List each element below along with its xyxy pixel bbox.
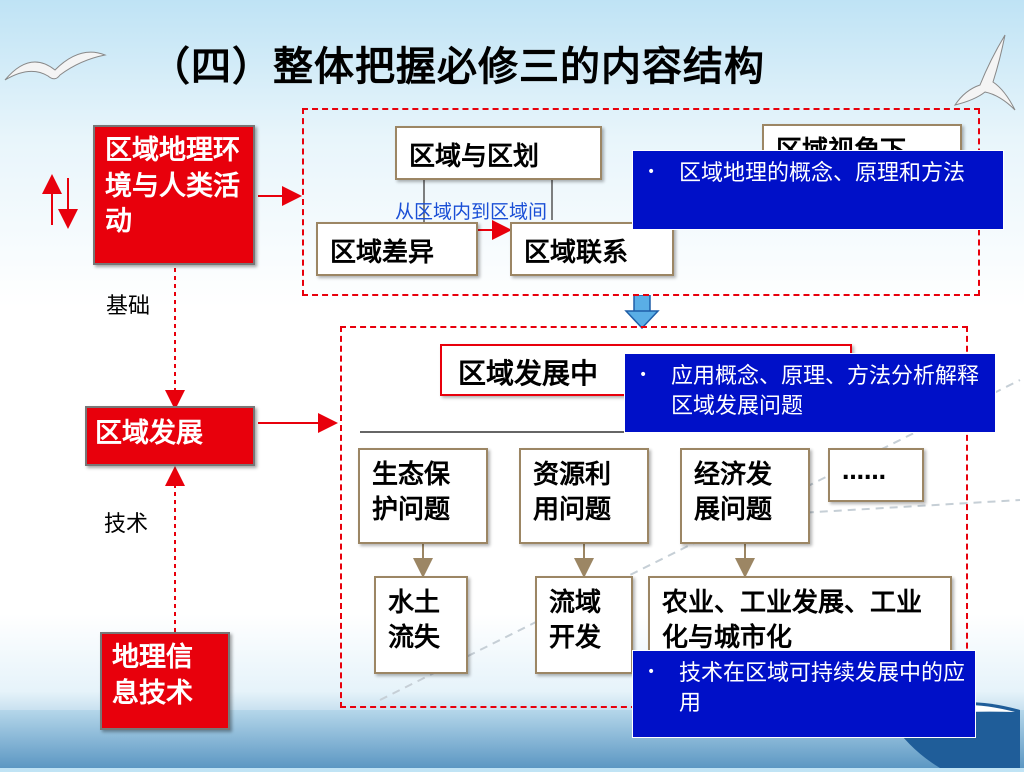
box-region-geography-label: 区域地理环境与人类活动: [105, 135, 240, 238]
box-development-issues-label: 区域发展中: [458, 357, 599, 390]
box-region-development-label: 区域发展: [95, 418, 203, 449]
callout-text: 技术在区域可持续发展中的应用: [679, 661, 966, 716]
callout-bullet: •: [647, 664, 656, 680]
arrow-label: 从区域内到区域间: [395, 201, 548, 223]
label-basis: 基础: [106, 294, 151, 319]
issue-box: 生态保护问题: [358, 448, 488, 544]
down-arrow-icon: [624, 294, 660, 333]
issue-box: 经济发展问题: [680, 448, 810, 544]
label-technology: 技术: [104, 512, 149, 537]
callout-bullet: •: [639, 367, 648, 383]
page-title: （四）整体把握必修三的内容结构: [150, 44, 765, 90]
box-region-development: 区域发展: [85, 406, 255, 466]
box-region-difference-label: 区域差异: [330, 238, 435, 268]
box-region-zoning: 区域与区划: [395, 126, 602, 180]
callout-text: 应用概念、原理、方法分析解释区域发展问题: [671, 364, 980, 419]
box-region-connection-label: 区域联系: [524, 238, 629, 268]
example-label: 水土流失: [388, 588, 441, 654]
box-region-connection: 区域联系: [510, 222, 674, 276]
box-region-geography: 区域地理环境与人类活动: [93, 125, 255, 265]
example-label: 农业、工业发展、工业化与城市化: [662, 588, 923, 654]
example-box: 流域开发: [535, 576, 633, 674]
box-region-zoning-label: 区域与区划: [409, 142, 540, 172]
issue-label: 资源利用问题: [533, 460, 612, 526]
issue-box: 资源利用问题: [519, 448, 649, 544]
callout-technology: • 技术在区域可持续发展中的应用: [632, 650, 976, 738]
box-gis-label: 地理信息技术: [112, 642, 193, 709]
example-label: 流域开发: [549, 588, 602, 654]
box-region-difference: 区域差异: [316, 222, 478, 276]
issue-label: 经济发展问题: [694, 460, 773, 526]
callout-text: 区域地理的概念、原理和方法: [679, 161, 966, 186]
seagull-left-icon: [0, 40, 110, 94]
callout-concepts: • 区域地理的概念、原理和方法: [632, 150, 1004, 230]
example-box: 水土流失: [374, 576, 468, 674]
box-gis: 地理信息技术: [100, 632, 230, 730]
issue-box-more: ……: [828, 448, 924, 502]
callout-bullet: •: [647, 164, 656, 180]
callout-application: • 应用概念、原理、方法分析解释区域发展问题: [624, 353, 996, 433]
issue-label: ……: [842, 460, 886, 485]
issue-label: 生态保护问题: [372, 460, 451, 526]
seagull-right-icon: [935, 30, 1020, 119]
